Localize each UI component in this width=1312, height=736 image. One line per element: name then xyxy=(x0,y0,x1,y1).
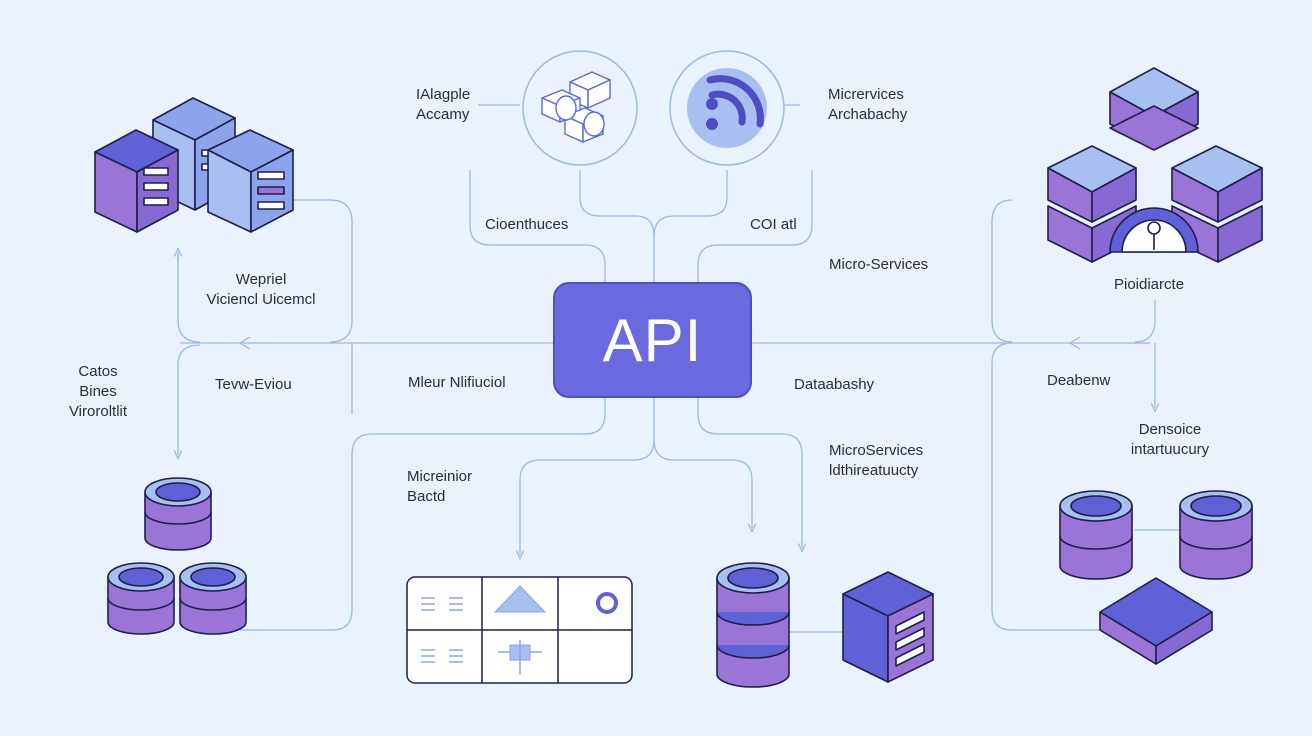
label-meur: Mleur Nlifiuciol xyxy=(408,374,506,391)
label-line: ldthireatuucty xyxy=(829,462,919,479)
label-microservices-bottom: MicroServices ldthireatuucty xyxy=(829,441,923,481)
label-deabenw: Deabenw xyxy=(1047,372,1111,389)
panel-grid-icon xyxy=(406,576,633,684)
label-databashy: Dataabashy xyxy=(794,376,875,393)
label-line: Micrervices xyxy=(828,86,904,103)
label-line: Viciencl Uicemcl xyxy=(206,291,316,308)
tile-cube-icon xyxy=(1099,577,1213,665)
label-tevw: Tevw-Eviou xyxy=(215,376,292,393)
label-coi-att: COI atl xyxy=(750,216,797,233)
connector-lines xyxy=(178,104,1180,633)
label-weppiel: Wepriel Viciencl Uicemcl xyxy=(196,270,326,310)
wifi-circle-icon xyxy=(669,50,785,166)
label-line: Bactd xyxy=(407,488,446,505)
label-line: Archabachy xyxy=(828,106,908,123)
api-node: API xyxy=(553,282,752,398)
label-line: Micreinior xyxy=(407,468,473,485)
database-stack-icon xyxy=(107,477,247,635)
label-top-left: IAlagple Accamy xyxy=(416,85,470,125)
label-line: Viroroltlit xyxy=(68,403,128,420)
label-line: MicroServices xyxy=(829,442,924,459)
api-label: API xyxy=(602,306,703,374)
label-provider: Pioidiarcte xyxy=(1114,276,1185,293)
label-microinior: Micreinior Bactd xyxy=(407,467,472,507)
label-line: Accamy xyxy=(416,106,470,123)
blocks-circle-icon xyxy=(522,50,638,166)
label-line: Wepriel xyxy=(235,271,287,288)
label-clienthuces: Cioenthuces xyxy=(485,216,569,233)
label-densoice: Densoice intartuucury xyxy=(1100,420,1240,460)
server-cube-icon xyxy=(842,571,934,683)
label-line: IAlagple xyxy=(416,86,471,103)
server-cluster-icon xyxy=(94,97,294,233)
label-line: Densoice xyxy=(1138,421,1202,438)
label-line: Catos xyxy=(78,363,118,380)
label-top-right: Micrervices Archabachy xyxy=(828,85,907,125)
label-line: intartuucury xyxy=(1130,441,1210,458)
cube-stack-dome-icon xyxy=(1047,67,1263,263)
database-pair-icon xyxy=(1059,490,1253,580)
database-cylinder-icon xyxy=(716,562,790,688)
label-catos: Catos Bines Viroroltlit xyxy=(55,362,141,422)
label-line: Bines xyxy=(79,383,117,400)
label-micro-services-top: Micro-Services xyxy=(829,256,929,273)
